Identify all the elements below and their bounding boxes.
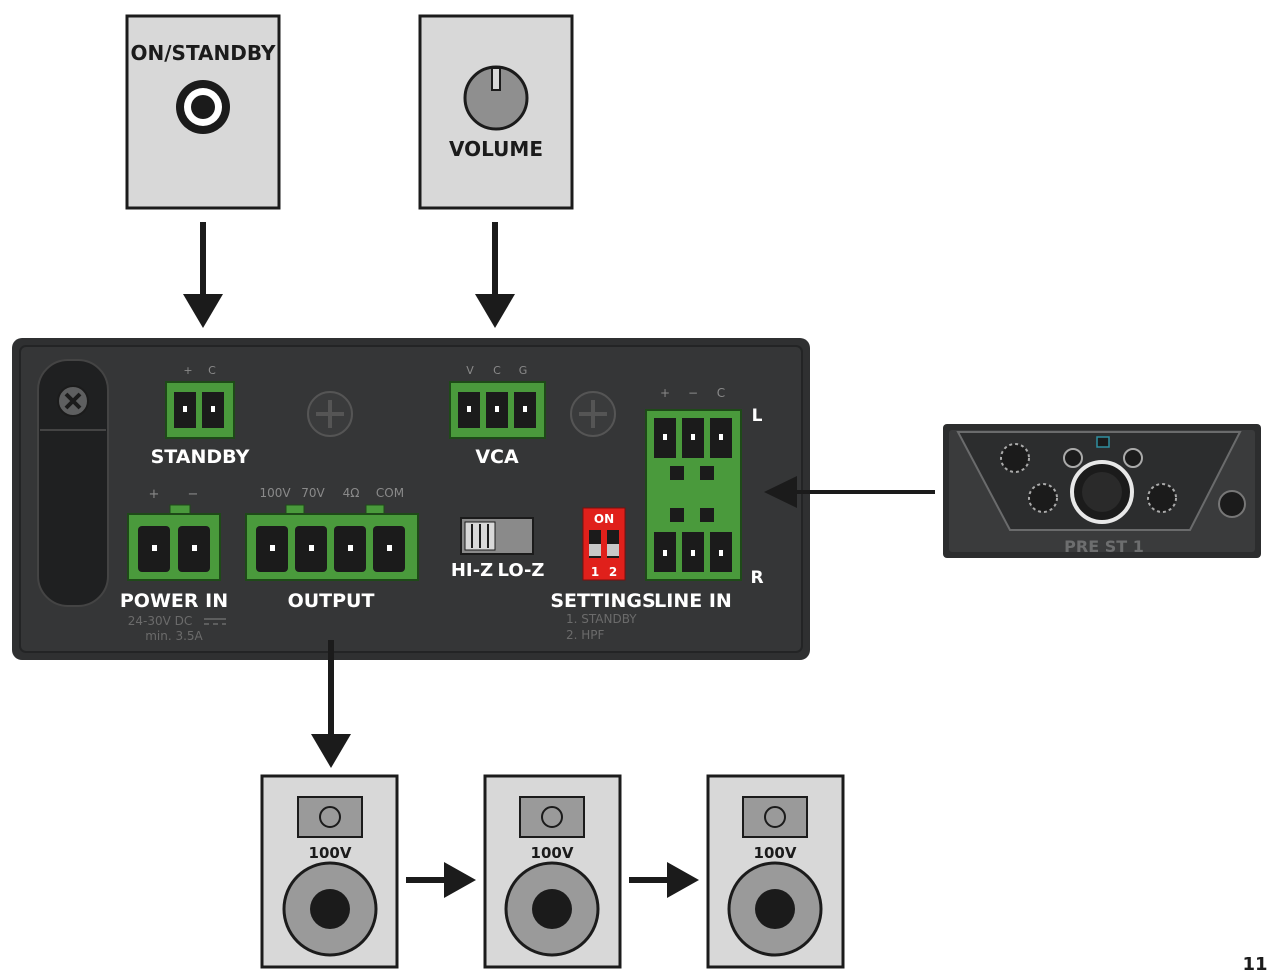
arrow-volume-down <box>475 222 515 328</box>
settings-note-2: 2. HPF <box>566 628 605 642</box>
pin-label: − <box>688 386 698 400</box>
amplifier-rear-panel: + C STANDBY V C G VCA + − <box>12 338 810 660</box>
page-number: 11 <box>1242 954 1267 973</box>
pre-st1-panel: PRE ST 1 <box>943 424 1261 558</box>
standby-terminal: + C STANDBY <box>151 364 250 468</box>
pin-label: C <box>493 364 501 377</box>
settings-label: SETTINGS <box>550 590 655 612</box>
speaker-1: 100V <box>260 774 399 969</box>
dip-on-label: ON <box>594 512 614 526</box>
line-in-right-label: R <box>750 568 763 588</box>
volume-box: VOLUME <box>418 14 574 210</box>
line-in-left-label: L <box>752 406 763 426</box>
standby-button-icon <box>176 80 230 134</box>
settings-dip-switch: ON 1 2 SETTINGS 1. STANDBY 2. HPF <box>550 507 656 642</box>
speaker-tap-label: 100V <box>754 844 797 862</box>
speaker-2: 100V <box>483 774 622 969</box>
arrow-standby-down <box>183 222 223 328</box>
preamp-main-knob-icon <box>1070 460 1134 524</box>
dip-switch-1-label: 1 <box>591 565 599 579</box>
preamp-button-icon <box>1063 436 1143 468</box>
vca-label: VCA <box>475 446 519 468</box>
speaker-3: 100V <box>706 774 845 969</box>
vca-terminal: V C G VCA <box>449 364 546 468</box>
speaker-cone-icon <box>282 861 378 957</box>
speaker-cone-icon <box>504 861 600 957</box>
power-in-terminal: + − POWER IN 24-30V DC min. 3.5A <box>120 487 228 643</box>
speaker-tap-label: 100V <box>531 844 574 862</box>
preamp-knob-icon <box>1028 483 1058 513</box>
hi-z-label: HI-Z <box>451 560 493 581</box>
pin-label: COM <box>376 486 404 500</box>
impedance-switch: HI-Z LO-Z <box>451 517 545 581</box>
output-terminal: 100V 70V 4Ω COM OUTPUT <box>245 486 419 612</box>
pin-label: C <box>208 364 216 377</box>
pin-label: G <box>519 364 528 377</box>
on-standby-box: ON/STANDBY <box>125 14 281 210</box>
preamp-input-jack-icon <box>1218 490 1246 518</box>
screw-icon <box>570 391 616 437</box>
volume-knob-icon <box>463 65 529 131</box>
dc-symbol-icon <box>204 618 226 625</box>
pin-label: + <box>183 364 192 377</box>
pin-label: + <box>149 487 160 502</box>
speaker-cone-icon <box>727 861 823 957</box>
pin-label: − <box>188 487 199 502</box>
speaker-tap-label: 100V <box>309 844 352 862</box>
pin-label: 4Ω <box>343 486 360 500</box>
line-in-terminal: + − C L R LINE IN <box>645 386 764 612</box>
preamp-model-label: PRE ST 1 <box>1064 537 1144 556</box>
settings-note-1: 1. STANDBY <box>566 612 637 626</box>
on-standby-label: ON/STANDBY <box>131 41 277 65</box>
standby-label: STANDBY <box>151 446 250 468</box>
mounting-slot <box>37 359 109 607</box>
dip-switch-2-label: 2 <box>609 565 617 579</box>
preamp-knob-icon <box>1147 483 1177 513</box>
preamp-knob-icon <box>1000 443 1030 473</box>
arrow-speaker-chain <box>406 862 476 898</box>
pin-label: 70V <box>301 486 325 500</box>
arrow-output-to-speakers <box>311 640 351 768</box>
power-spec-voltage: 24-30V DC <box>128 614 193 628</box>
power-spec-current: min. 3.5A <box>145 629 203 643</box>
arrow-preamp-to-line-in <box>764 476 935 508</box>
pin-label: V <box>466 364 474 377</box>
power-in-label: POWER IN <box>120 590 228 612</box>
arrow-speaker-chain <box>629 862 699 898</box>
output-label: OUTPUT <box>288 590 375 612</box>
pin-label: 100V <box>259 486 291 500</box>
screw-icon <box>307 391 353 437</box>
line-in-label: LINE IN <box>654 590 732 612</box>
pin-label: C <box>717 386 725 400</box>
volume-label: VOLUME <box>449 137 543 161</box>
pin-label: + <box>660 386 670 400</box>
lo-z-label: LO-Z <box>498 560 545 581</box>
